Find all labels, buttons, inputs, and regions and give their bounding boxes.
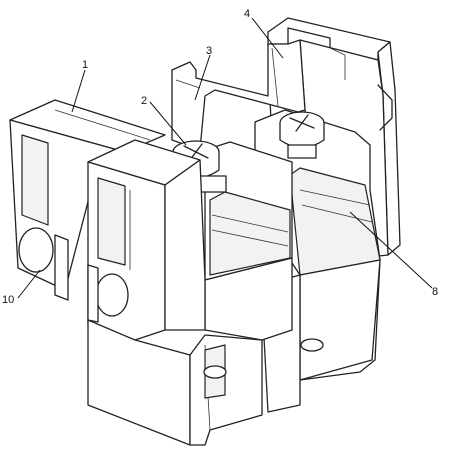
- middle-plate: [171, 39, 393, 151]
- front-housing: [87, 139, 206, 341]
- leader-8: [349, 211, 433, 289]
- leader-1: [71, 69, 86, 113]
- callout-4: 4: [244, 8, 250, 20]
- leader-3: [194, 54, 211, 101]
- lower-leg-left: [87, 319, 324, 446]
- callout-labels: 1 2 3 4 8 10: [2, 8, 438, 306]
- leader-lines: [17, 17, 433, 299]
- leader-2: [149, 101, 187, 146]
- screw-right: [279, 111, 325, 159]
- leader-4: [251, 17, 284, 59]
- callout-10: 10: [2, 294, 14, 306]
- callout-1: 1: [82, 59, 88, 71]
- leader-10: [17, 269, 41, 299]
- terminal-module-left: [204, 141, 293, 341]
- callout-3: 3: [206, 45, 212, 57]
- callout-8: 8: [432, 286, 438, 298]
- callout-2: 2: [141, 95, 147, 107]
